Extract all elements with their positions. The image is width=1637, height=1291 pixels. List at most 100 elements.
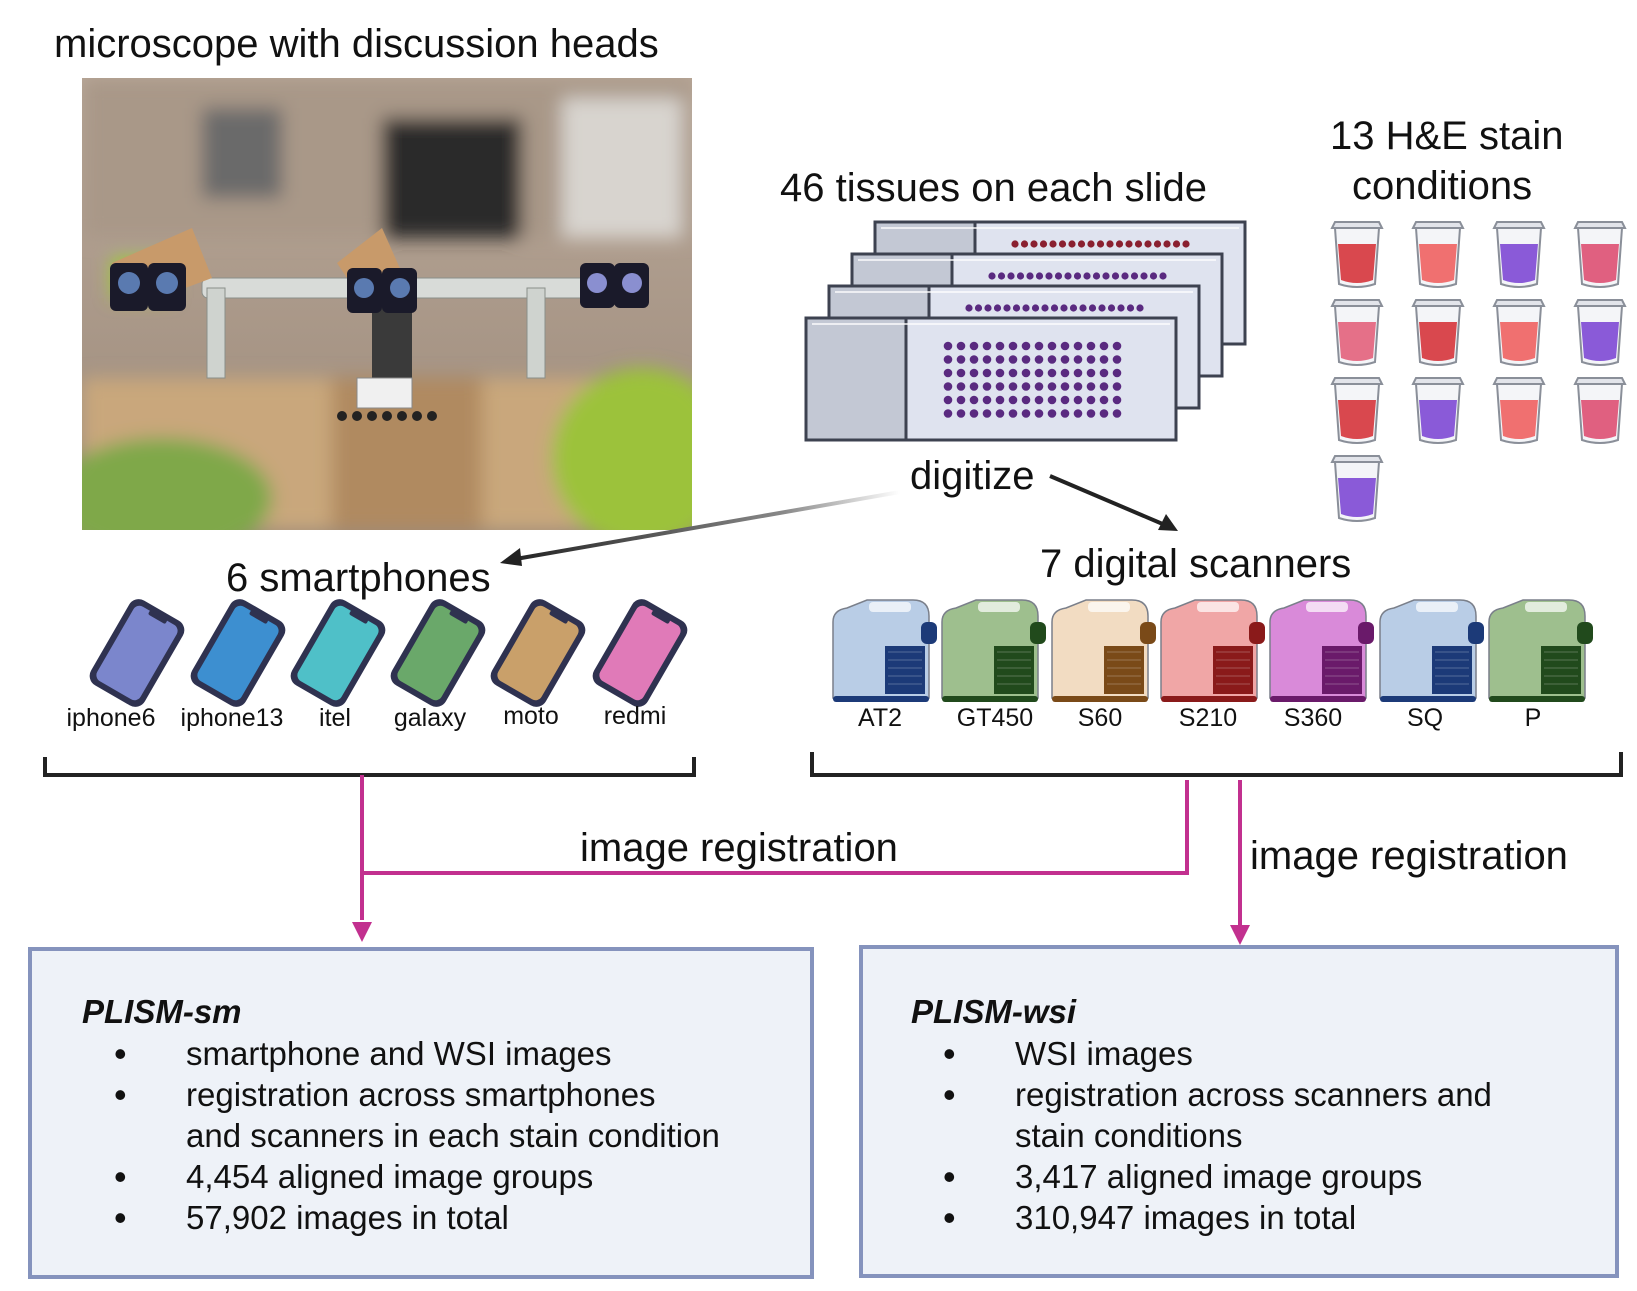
- stain-beaker-icon: [1492, 221, 1546, 288]
- tissue-dot: [1107, 304, 1116, 312]
- tissue-dot: [988, 272, 996, 280]
- tissue-dot: [1182, 240, 1190, 248]
- tissue-dot: [1092, 272, 1101, 280]
- tissue-dot: [1047, 368, 1057, 378]
- slide-4: [804, 316, 1178, 442]
- tissue-dot: [969, 355, 979, 364]
- smartphone-icons: [89, 599, 688, 707]
- plism-wsi-bullet-4: 310,947 images in total: [943, 1197, 1492, 1238]
- tissue-dot: [1011, 240, 1019, 248]
- tissue-dot: [1008, 341, 1018, 351]
- tissue-dot: [1153, 240, 1162, 248]
- smartphone-bracket: [43, 757, 696, 777]
- tissue-dot: [1060, 382, 1070, 391]
- registration-connectors: [360, 775, 1242, 925]
- tissue-dot: [1112, 341, 1122, 351]
- tissue-dot: [1144, 240, 1152, 248]
- tissue-dot: [1086, 368, 1096, 378]
- tissue-dot: [1086, 395, 1096, 405]
- tissue-dot: [1047, 341, 1057, 351]
- stain-beaker-icon: [1330, 377, 1384, 444]
- tissue-dot: [1008, 409, 1018, 418]
- tissue-dot: [1054, 272, 1063, 280]
- tissue-dot: [1149, 272, 1158, 280]
- tissue-dot: [1126, 304, 1135, 312]
- digitize-label: digitize: [910, 454, 1035, 498]
- tissue-dot: [984, 304, 992, 312]
- digitize-arrowhead-left: [500, 548, 522, 566]
- scanner-label-p: P: [1524, 704, 1542, 732]
- tissue-dot: [1003, 304, 1011, 312]
- slide-title: 46 tissues on each slide: [780, 166, 1207, 210]
- tissue-dot: [1073, 368, 1083, 378]
- tissue-dot: [956, 368, 966, 378]
- stain-beaker-icon: [1330, 221, 1384, 288]
- tissue-dot: [982, 341, 992, 351]
- plism-wsi-bullets: WSI images registration across scanners …: [943, 1033, 1492, 1238]
- tissue-dot: [1087, 240, 1095, 248]
- stain-beaker-icon: [1411, 299, 1465, 366]
- tissue-dot: [1047, 409, 1057, 418]
- tissue-dot: [1060, 395, 1070, 405]
- tissue-dot: [1111, 272, 1120, 280]
- tissue-dot: [969, 341, 979, 351]
- tissue-dot: [1021, 341, 1031, 351]
- tissue-dot: [1079, 304, 1087, 312]
- scanner-icon: [832, 599, 937, 702]
- tissue-dot: [1030, 240, 1038, 248]
- digitize-arrow-left: [509, 490, 901, 562]
- tissue-dot: [1064, 272, 1072, 280]
- tissue-dot: [1130, 272, 1139, 280]
- smartphone-icon: [490, 599, 586, 707]
- digitize-arrow-right: [1049, 474, 1166, 527]
- tissue-dot: [1099, 395, 1109, 405]
- scanner-icon: [941, 599, 1046, 702]
- tissue-dot: [1068, 240, 1076, 248]
- tissue-dot: [1086, 382, 1096, 391]
- tissue-dot: [1047, 395, 1057, 405]
- plism-wsi-title: PLISM-wsi: [911, 993, 1077, 1030]
- tissue-dot: [1050, 304, 1059, 312]
- plism-wsi-bullet-1: WSI images: [943, 1033, 1492, 1074]
- tissue-dot: [1112, 409, 1122, 418]
- tissue-dot: [1035, 272, 1044, 280]
- tissue-dot: [956, 395, 966, 405]
- tissue-dot: [1172, 240, 1181, 248]
- plism-sm-bullet-3: 4,454 aligned image groups: [114, 1156, 720, 1197]
- plism-sm-bullet-2-cont: and scanners in each stain condition: [186, 1117, 720, 1154]
- tissue-dot: [1008, 395, 1018, 405]
- tissue-dot: [1088, 304, 1097, 312]
- tissue-dot: [1125, 240, 1133, 248]
- tissue-dot: [943, 395, 953, 405]
- tissue-dot: [1134, 240, 1143, 248]
- tissue-dot: [1159, 272, 1167, 280]
- tissue-dot: [1026, 272, 1034, 280]
- plism-sm-title: PLISM-sm: [82, 993, 242, 1030]
- tissue-dot: [1016, 272, 1025, 280]
- tissue-dot: [974, 304, 983, 312]
- smartphone-icon: [592, 599, 688, 707]
- scanners-title: 7 digital scanners: [1040, 542, 1352, 586]
- phone-label-galaxy: galaxy: [393, 704, 467, 732]
- smartphone-icon: [290, 599, 386, 707]
- scanner-label-s60: S60: [1077, 704, 1123, 732]
- stain-beaker-icon: [1573, 221, 1627, 288]
- scanner-label-s360: S360: [1283, 704, 1343, 732]
- tissue-dot: [1121, 272, 1129, 280]
- tissue-dot: [1099, 409, 1109, 418]
- plism-wsi-bullet-2-cont: stain conditions: [1015, 1117, 1243, 1154]
- tissue-dot: [1020, 240, 1029, 248]
- stain-beaker-icon: [1573, 299, 1627, 366]
- scanner-icon: [1488, 599, 1593, 702]
- registration-arrowhead-left: [352, 922, 372, 942]
- tissue-dot: [1012, 304, 1021, 312]
- tissue-dot: [1102, 272, 1110, 280]
- stain-beaker-icon: [1573, 377, 1627, 444]
- tissue-dot: [982, 409, 992, 418]
- scanner-bracket: [810, 752, 1623, 777]
- smartphone-icon: [89, 599, 185, 707]
- tissue-dot: [995, 341, 1005, 351]
- smartphones-title: 6 smartphones: [226, 556, 491, 600]
- tissue-dot: [1112, 395, 1122, 405]
- plism-sm-bullet-2: registration across smartphones: [114, 1074, 720, 1115]
